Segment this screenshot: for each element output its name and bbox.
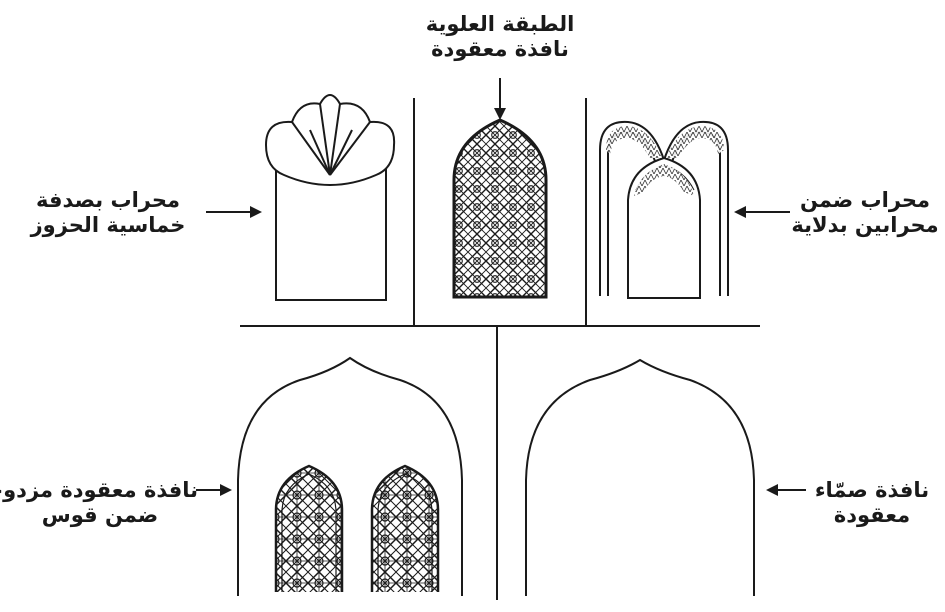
blind-arch-drawing bbox=[525, 358, 755, 596]
label-top-center: الطبقة العلوية نافذة معقودة bbox=[390, 12, 610, 62]
label-left-upper-line2: خماسية الحزوز bbox=[30, 213, 186, 237]
label-left-lower: نافذة معقودة مزدوجة ضمن قوس bbox=[0, 478, 198, 528]
label-right-lower: نافذة صمّاء معقودة bbox=[806, 478, 938, 528]
label-left-lower-line2: ضمن قوس bbox=[41, 503, 159, 527]
label-top-center-line2: نافذة معقودة bbox=[431, 37, 569, 61]
label-right-lower-line2: معقودة bbox=[833, 503, 911, 527]
label-left-upper-line1: محراب بصدفة bbox=[35, 188, 180, 212]
window-left bbox=[274, 464, 344, 592]
label-right-upper-line2: محرابين بدلاية bbox=[791, 213, 939, 237]
label-right-upper-line1: محراب ضمن bbox=[799, 188, 931, 212]
center-lattice-window bbox=[452, 118, 548, 299]
label-left-lower-line1: نافذة معقودة مزدوجة bbox=[0, 478, 198, 502]
double-window-arch-drawing bbox=[237, 356, 463, 596]
window-right bbox=[370, 464, 440, 592]
arrows bbox=[196, 206, 806, 496]
label-right-lower-line1: نافذة صمّاء bbox=[814, 478, 930, 502]
muqarnas-shading bbox=[606, 126, 724, 196]
label-left-upper: محراب بصدفة خماسية الحزوز bbox=[18, 188, 198, 238]
shell-mihrab-drawing bbox=[264, 94, 396, 301]
top-center-arrow-head bbox=[494, 108, 506, 120]
label-top-center-line1: الطبقة العلوية bbox=[425, 12, 575, 36]
muqarnas-mihrab-drawing bbox=[599, 120, 729, 299]
label-right-upper: محراب ضمن محرابين بدلاية bbox=[790, 188, 940, 238]
